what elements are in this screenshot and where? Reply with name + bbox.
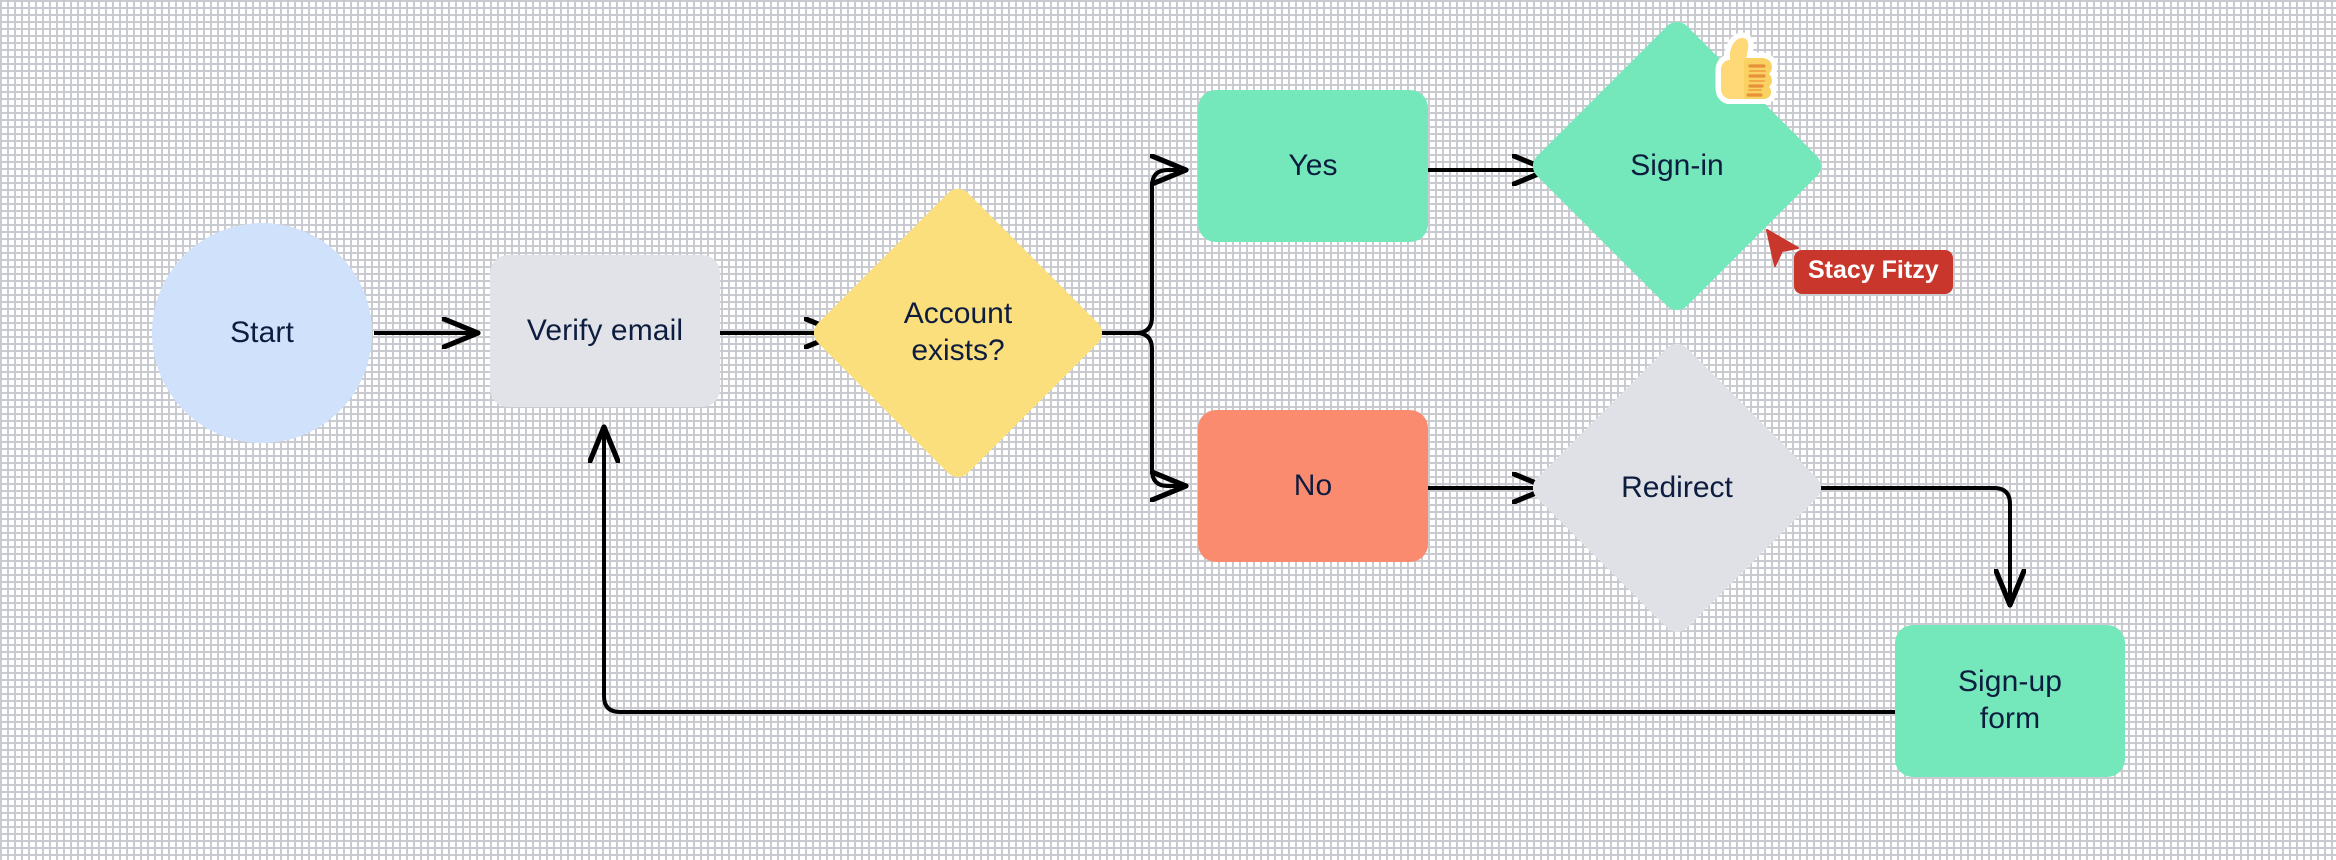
node-yes-label: Yes <box>1288 148 1338 182</box>
node-redirect-label: Redirect <box>1621 470 1733 504</box>
node-no-label: No <box>1293 468 1333 502</box>
node-account-exists-label: Account exists? <box>903 297 1013 367</box>
cursor-arrow-icon <box>1766 229 1799 267</box>
node-verify-email-label: Verify email <box>526 313 684 347</box>
node-account-exists[interactable]: Account exists? <box>808 183 1108 483</box>
edge-redirect-to-signup <box>1800 486 2010 605</box>
node-start-label: Start <box>230 315 294 349</box>
node-sign-in[interactable]: Sign-in <box>1527 16 1827 316</box>
node-yes[interactable]: Yes <box>1198 90 1428 242</box>
remote-cursor-name: Stacy Fitzy <box>1808 256 1939 284</box>
edge-decision-to-no <box>1064 331 1186 486</box>
node-sign-in-label: Sign-in <box>1630 148 1724 182</box>
remote-cursor-name-badge: Stacy Fitzy <box>1794 250 1953 294</box>
node-sign-up-form[interactable]: Sign-up form <box>1895 625 2125 777</box>
node-sign-up-form-label: Sign-up form <box>1957 665 2063 735</box>
thumbs-up-emoji-sticker[interactable] <box>1706 30 1780 105</box>
node-no[interactable]: No <box>1198 410 1428 562</box>
node-redirect[interactable]: Redirect <box>1527 338 1827 638</box>
node-start[interactable]: Start <box>152 223 372 443</box>
edge-signup-back-to-verify <box>604 427 1895 714</box>
node-verify-email[interactable]: Verify email <box>490 255 720 407</box>
thumbs-up-icon <box>1715 32 1778 105</box>
